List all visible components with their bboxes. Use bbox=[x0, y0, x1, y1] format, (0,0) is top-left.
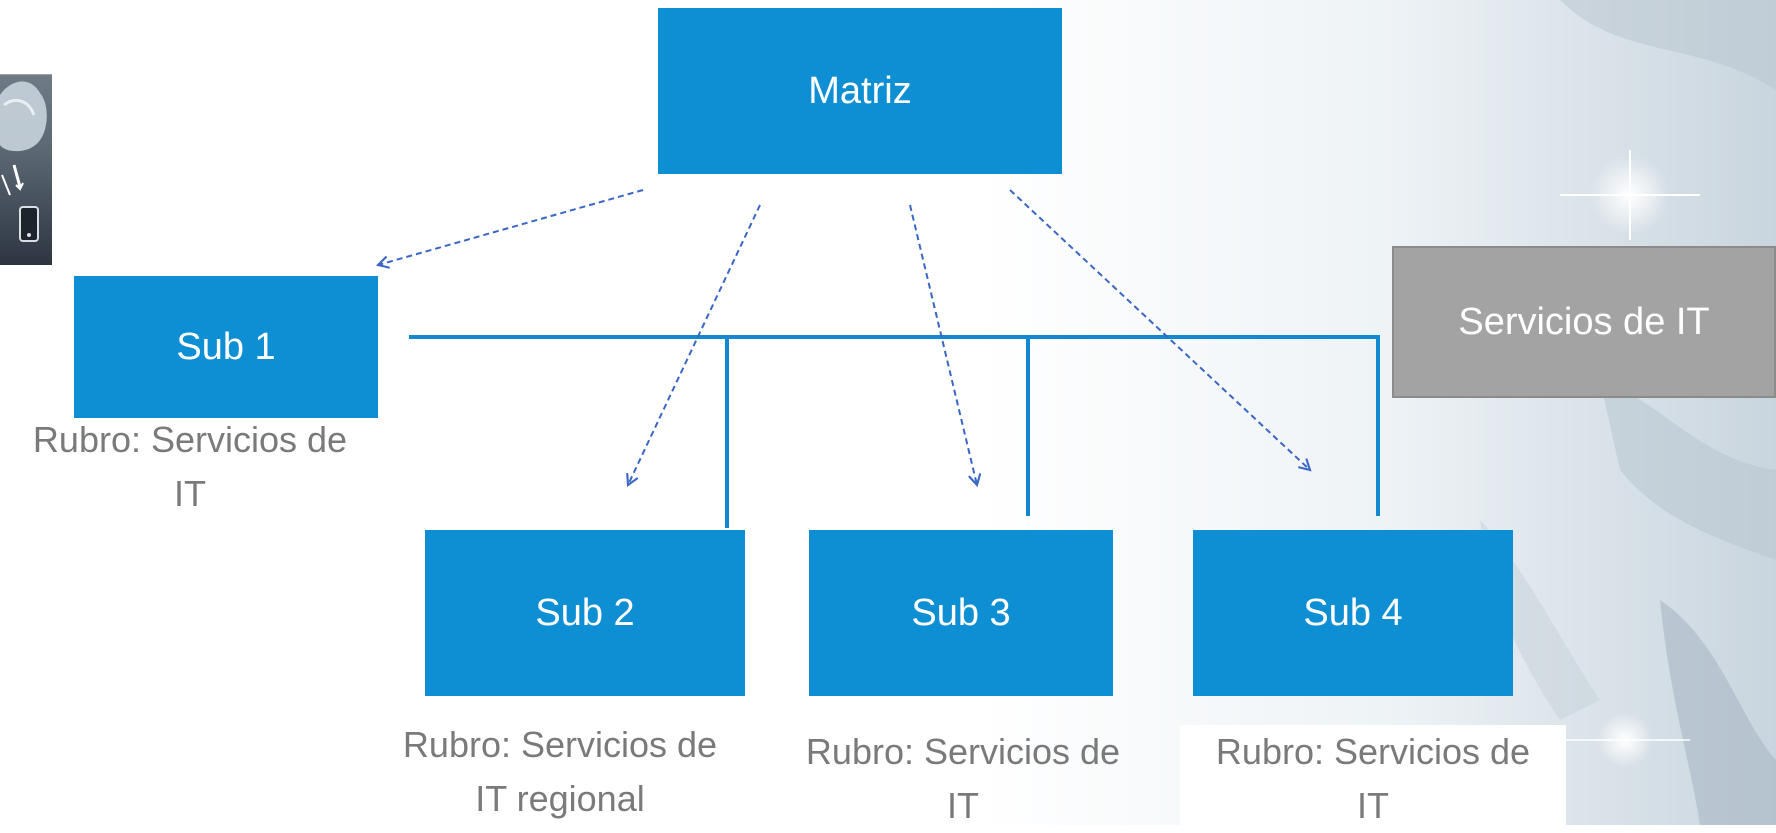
caption-sub3-line1: Rubro: Servicios de bbox=[805, 731, 1121, 772]
node-sub3: Sub 3 bbox=[809, 530, 1113, 696]
arrow-to-sub3 bbox=[909, 204, 982, 488]
caption-sub2-line2: IT regional bbox=[475, 778, 645, 819]
node-sub3-label: Sub 3 bbox=[911, 591, 1011, 634]
caption-sub3-line2: IT bbox=[947, 785, 979, 826]
caption-sub4-line1: Rubro: Servicios de bbox=[1215, 731, 1531, 772]
caption-sub4-line2: IT bbox=[1357, 785, 1389, 826]
caption-sub2-line1: Rubro: Servicios de bbox=[402, 724, 718, 765]
node-sub1-label: Sub 1 bbox=[176, 325, 276, 368]
caption-sub4: Rubro: Servicios de IT bbox=[1180, 725, 1566, 826]
node-servicios-it: Servicios de IT bbox=[1392, 246, 1776, 398]
arrow-to-sub4 bbox=[1009, 189, 1312, 472]
node-sub2: Sub 2 bbox=[425, 530, 745, 696]
caption-sub3: Rubro: Servicios de IT bbox=[778, 725, 1148, 833]
caption-sub1-line2: IT bbox=[174, 473, 206, 514]
dashed-arrows bbox=[375, 189, 1312, 488]
caption-sub1-line1: Rubro: Servicios de bbox=[32, 419, 348, 460]
node-servicios-it-label: Servicios de IT bbox=[1458, 300, 1710, 343]
cloud-phone-photo-icon bbox=[0, 74, 52, 265]
caption-sub2: Rubro: Servicios de IT regional bbox=[375, 718, 745, 826]
node-sub2-label: Sub 2 bbox=[535, 591, 635, 634]
node-sub4-label: Sub 4 bbox=[1303, 591, 1403, 634]
node-sub1: Sub 1 bbox=[74, 276, 378, 418]
node-sub4: Sub 4 bbox=[1193, 530, 1513, 696]
caption-sub1: Rubro: Servicios de IT bbox=[0, 413, 380, 521]
service-bus-lines bbox=[409, 335, 1380, 528]
node-matriz-label: Matriz bbox=[808, 69, 912, 112]
arrow-to-sub2 bbox=[626, 204, 761, 487]
node-matriz: Matriz bbox=[658, 8, 1062, 174]
arrow-to-sub1 bbox=[375, 189, 644, 269]
